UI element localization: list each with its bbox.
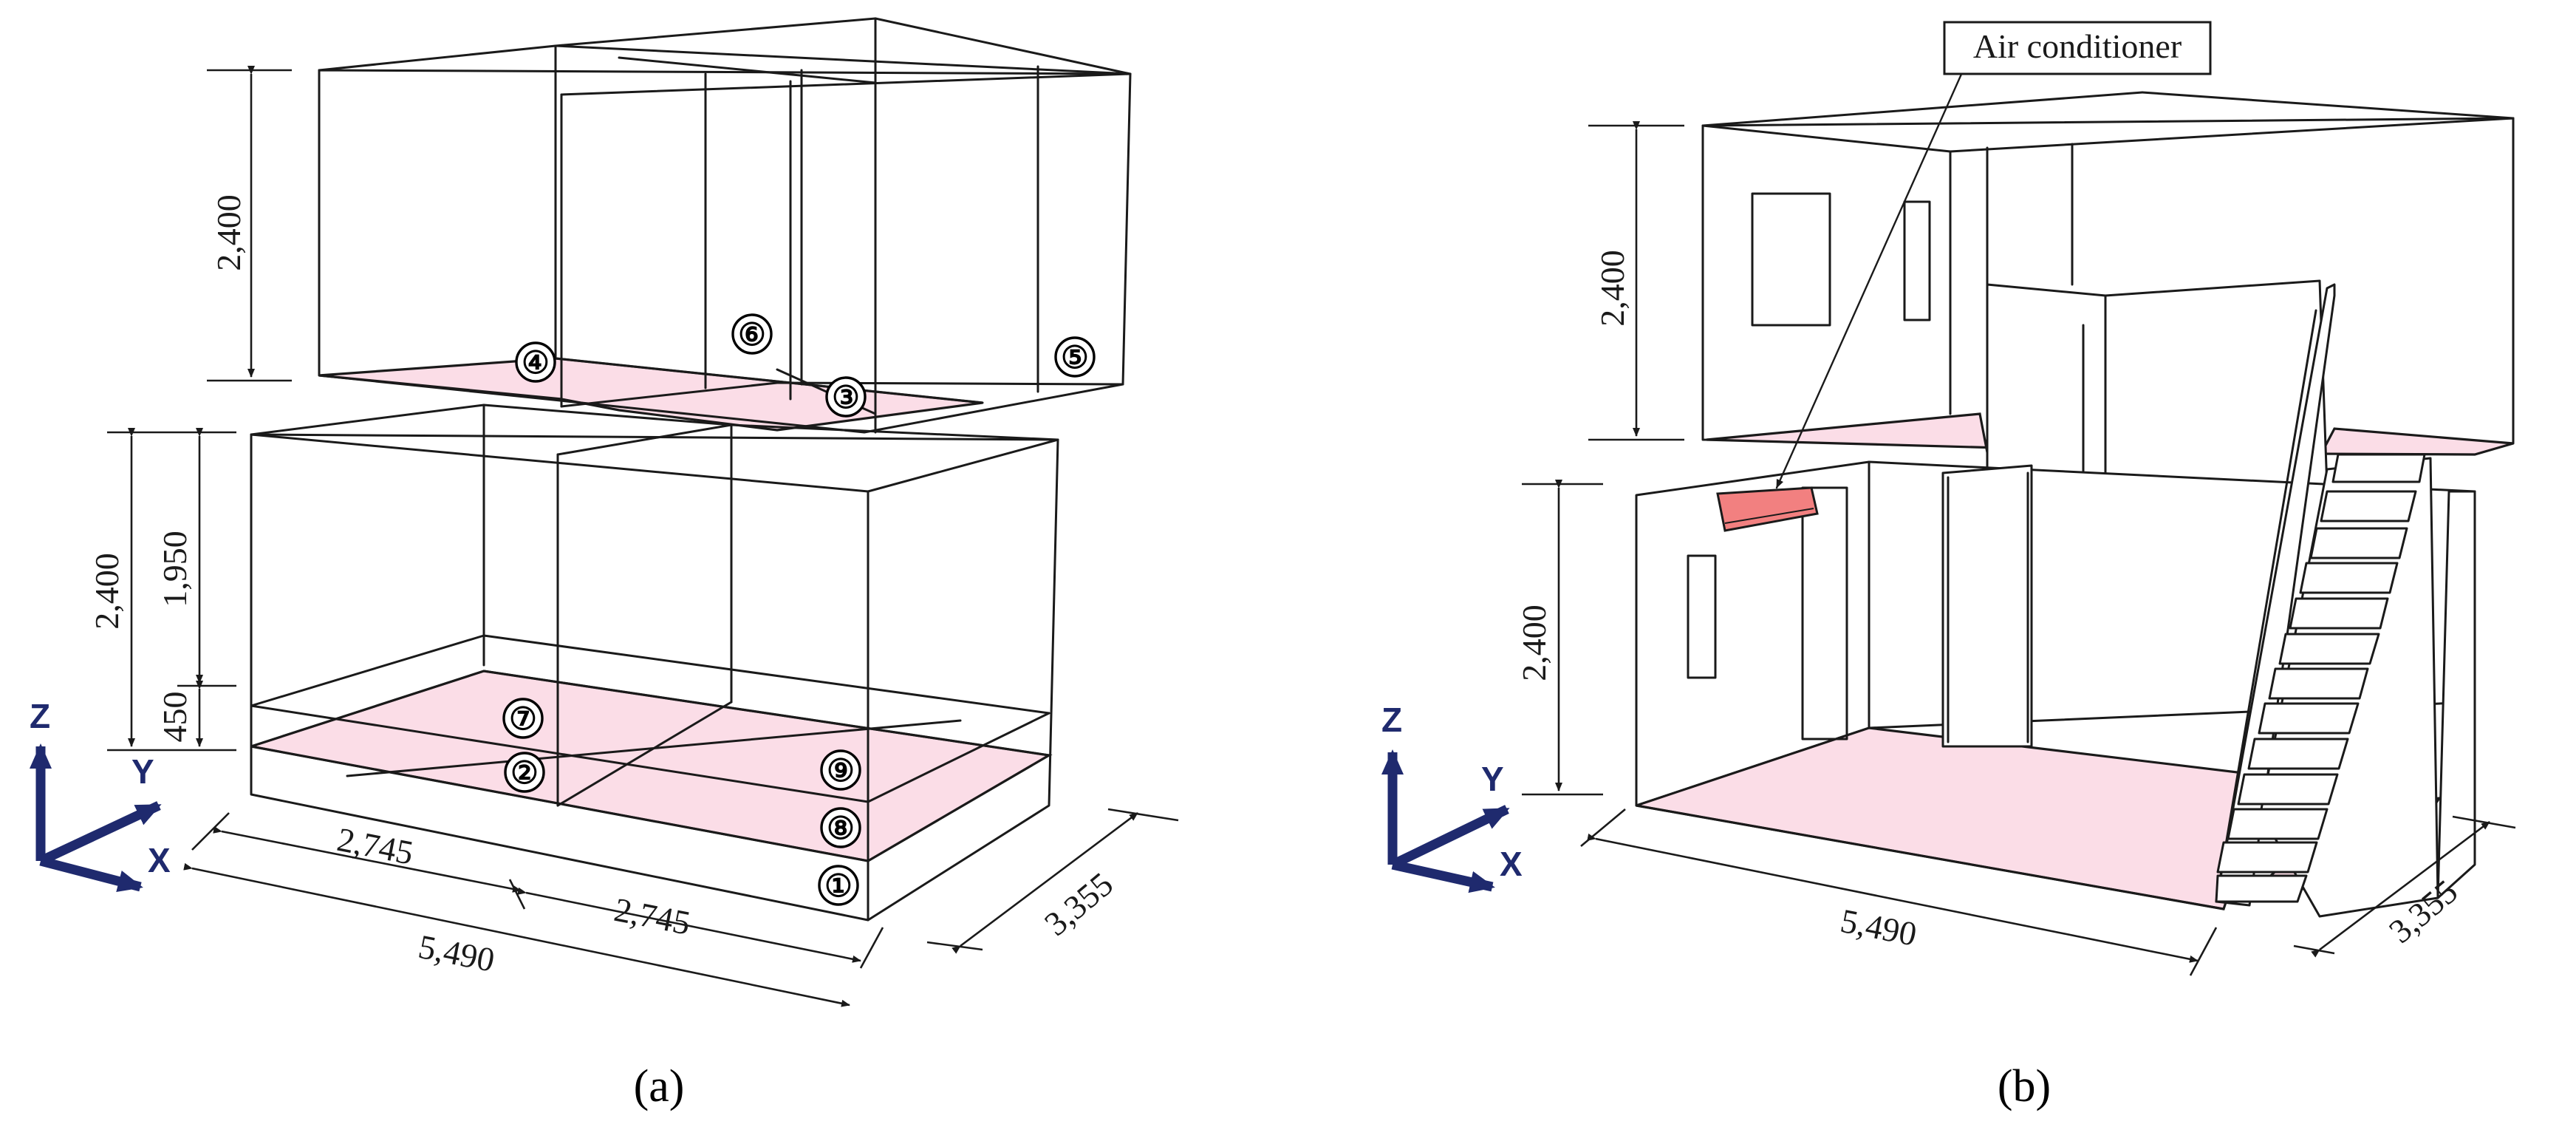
- point-9: ⑨: [820, 749, 861, 791]
- stair-steps: [2215, 453, 2426, 903]
- svg-text:③: ③: [832, 381, 860, 415]
- point-7: ⑦: [502, 698, 544, 739]
- axis-triad-b: Z Y X: [1381, 701, 1523, 893]
- point-4: ④: [515, 341, 556, 383]
- svg-text:⑧: ⑧: [827, 812, 855, 846]
- window-upper: [1751, 192, 1831, 327]
- window-upper-narrow: [1903, 200, 1931, 321]
- dim-depth: 3,355: [1037, 865, 1120, 943]
- callout-air-conditioner: Air conditioner: [1943, 21, 2212, 75]
- window-lower: [1687, 554, 1717, 679]
- axis-y-label-b: Y: [1481, 760, 1504, 798]
- dimensions-a: 2,400 2,400 1,950 450 2,745 2,745 5,490 …: [88, 66, 1179, 1007]
- dim-upper-height-b: 2,400: [1593, 250, 1631, 327]
- air-conditioner: [1716, 486, 1819, 532]
- measurement-points: ① ② ③ ④ ⑤ ⑥ ⑦ ⑧ ⑨: [502, 313, 1096, 906]
- door-lower-left: [1801, 486, 1848, 740]
- point-3: ③: [825, 376, 867, 418]
- dim-upper-height: 2,400: [210, 194, 247, 271]
- axis-x-label-b: X: [1500, 845, 1523, 883]
- point-5: ⑤: [1054, 336, 1096, 378]
- panel-a: 2,400 2,400 1,950 450 2,745 2,745 5,490 …: [30, 17, 1179, 1111]
- callout-label: Air conditioner: [1973, 27, 2182, 65]
- axis-z-label-b: Z: [1381, 701, 1402, 739]
- dim-width-right: 2,745: [611, 891, 693, 942]
- svg-text:⑥: ⑥: [738, 319, 766, 353]
- upper-storey: [1701, 91, 2515, 504]
- dim-lower-height: 2,400: [88, 553, 126, 630]
- svg-text:④: ④: [522, 347, 550, 381]
- svg-text:⑨: ⑨: [827, 755, 855, 789]
- axis-triad-a: Z Y X: [30, 697, 171, 892]
- point-8: ⑧: [820, 807, 861, 848]
- svg-text:②: ②: [510, 757, 539, 791]
- axis-z-label: Z: [30, 697, 50, 735]
- caption-a: (a): [634, 1061, 685, 1111]
- point-2: ②: [504, 752, 545, 793]
- caption-b: (b): [1998, 1061, 2051, 1111]
- dim-width-total: 5,490: [415, 927, 497, 979]
- dim-height-upper-part: 1,950: [156, 531, 194, 607]
- dim-height-lower-part: 450: [156, 692, 194, 743]
- svg-text:⑤: ⑤: [1061, 341, 1089, 375]
- svg-text:⑦: ⑦: [509, 703, 537, 737]
- point-1: ①: [818, 865, 859, 906]
- panel-b: Air conditioner 2,400 2,400 5,490 3,355: [1381, 21, 2516, 1111]
- staircase: [2215, 283, 2439, 918]
- point-6: ⑥: [731, 313, 773, 355]
- dim-width-total-b: 5,490: [1837, 902, 1919, 953]
- axis-x-label: X: [148, 841, 171, 879]
- svg-text:①: ①: [824, 870, 853, 904]
- axis-y-label: Y: [131, 752, 154, 791]
- dim-lower-height-b: 2,400: [1515, 605, 1553, 681]
- dim-width-left: 2,745: [334, 820, 416, 872]
- upper-floor-frame: [318, 17, 1132, 434]
